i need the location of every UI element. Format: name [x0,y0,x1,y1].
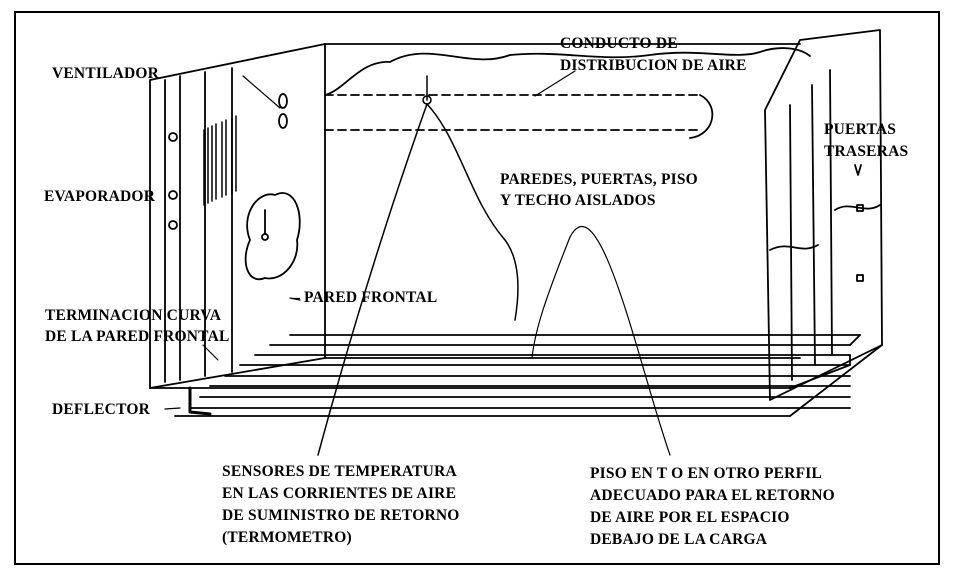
label-conducto-line1: CONDUCTO DE [560,35,678,52]
sensor-wire [317,75,519,456]
ventilador-icon [278,93,288,129]
label-terminacion-line1: TERMINACION CURVA [45,307,222,324]
label-sensores-line1: SENSORES DE TEMPERATURA [222,463,457,480]
deflector [188,386,212,416]
label-sensores-line3: DE SUMINISTRO DE RETORNO [222,507,460,524]
label-evaporador: EVAPORADOR [44,188,156,205]
air-duct [324,94,701,131]
label-sensores-line4: (TERMOMETRO) [222,529,352,546]
cutaway-edge [324,47,811,96]
label-deflector: DEFLECTOR [52,401,150,418]
rear-doors [764,29,883,401]
label-piso-line1: PISO EN T O EN OTRO PERFIL [590,465,823,482]
t-floor [149,334,883,417]
label-puertas-line2: TRASERAS [824,143,909,160]
evaporador-fins [203,115,237,206]
leader-lines [164,70,671,456]
label-piso-line2: ADECUADO PARA EL RETORNO [590,487,835,504]
label-puertas-line1: PUERTAS [824,121,897,138]
label-sensores-line2: EN LAS CORRIENTES DE AIRE [222,485,457,502]
label-pared-frontal: – PARED FRONTAL [292,289,438,306]
front-wall [149,43,801,389]
access-panel [244,192,301,281]
label-paredes-line2: Y TECHO AISLADOS [500,192,656,209]
label-conducto-line2: DISTRIBUCION DE AIRE [560,57,747,74]
diagram-frame [14,11,940,565]
label-paredes-line1: PAREDES, PUERTAS, PISO [500,171,698,188]
label-piso-line3: DE AIRE POR EL ESPACIO [590,509,790,526]
label-piso-line4: DEBAJO DE LA CARGA [590,531,768,548]
label-ventilador: VENTILADOR [52,65,160,82]
front-bolts [168,132,178,230]
duct-outlet [689,94,714,139]
label-terminacion-line2: DE LA PARED FRONTAL [45,328,230,345]
